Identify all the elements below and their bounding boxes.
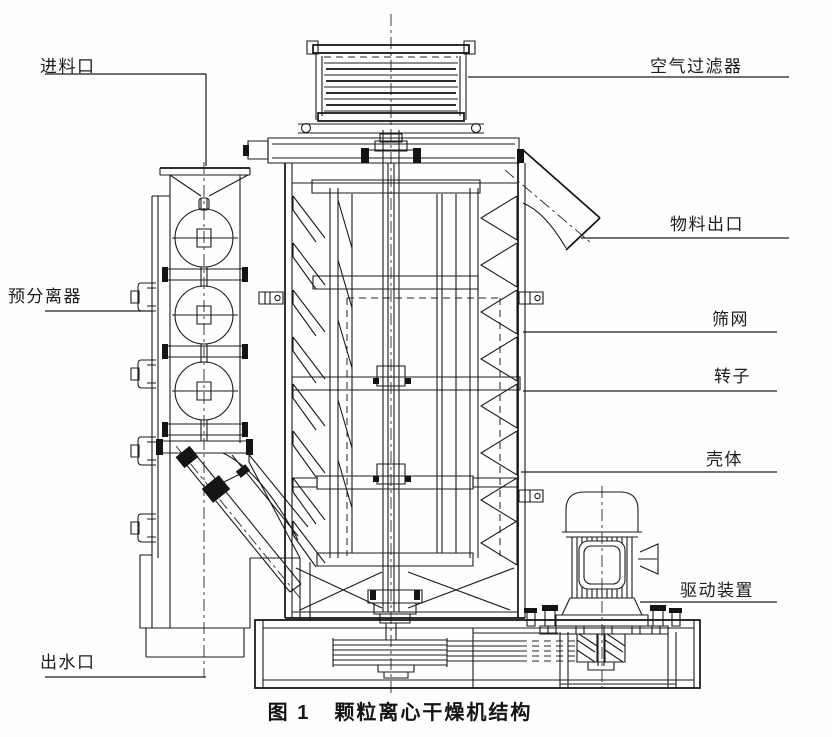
shaft <box>373 130 411 612</box>
air-filter <box>307 41 475 121</box>
rotor <box>292 180 520 566</box>
feed-funnel <box>160 168 250 196</box>
label-shell: 壳体 <box>706 450 743 469</box>
outlet-duct <box>505 150 600 250</box>
motor <box>524 486 682 690</box>
label-water-outlet: 出水口 <box>40 653 96 672</box>
label-screen-mesh: 筛网 <box>712 310 749 329</box>
label-feed-inlet: 进料口 <box>40 57 96 76</box>
figure-caption: 图 1 颗粒离心干燥机结构 <box>225 696 575 725</box>
label-air-filter: 空气过滤器 <box>650 57 743 76</box>
label-pre-separator: 预分离器 <box>8 287 82 306</box>
drain-chute <box>140 446 310 657</box>
label-rotor: 转子 <box>714 367 751 386</box>
screen-drum-dashed <box>347 298 500 556</box>
figure-title: 颗粒离心干燥机结构 <box>334 702 533 724</box>
base-frame <box>255 620 700 688</box>
top-plate <box>243 134 524 163</box>
bottom-cone-and-bearing <box>296 568 514 640</box>
cone-stack-right <box>480 195 518 566</box>
pre-separator <box>130 162 253 677</box>
label-material-outlet: 物料出口 <box>670 215 744 234</box>
figure-number: 图 1 <box>267 702 311 724</box>
cone-stack-left <box>292 195 326 568</box>
leader-lines <box>45 74 789 677</box>
filter-mount-ring <box>298 124 484 134</box>
label-drive-unit: 驱动装置 <box>680 581 754 600</box>
